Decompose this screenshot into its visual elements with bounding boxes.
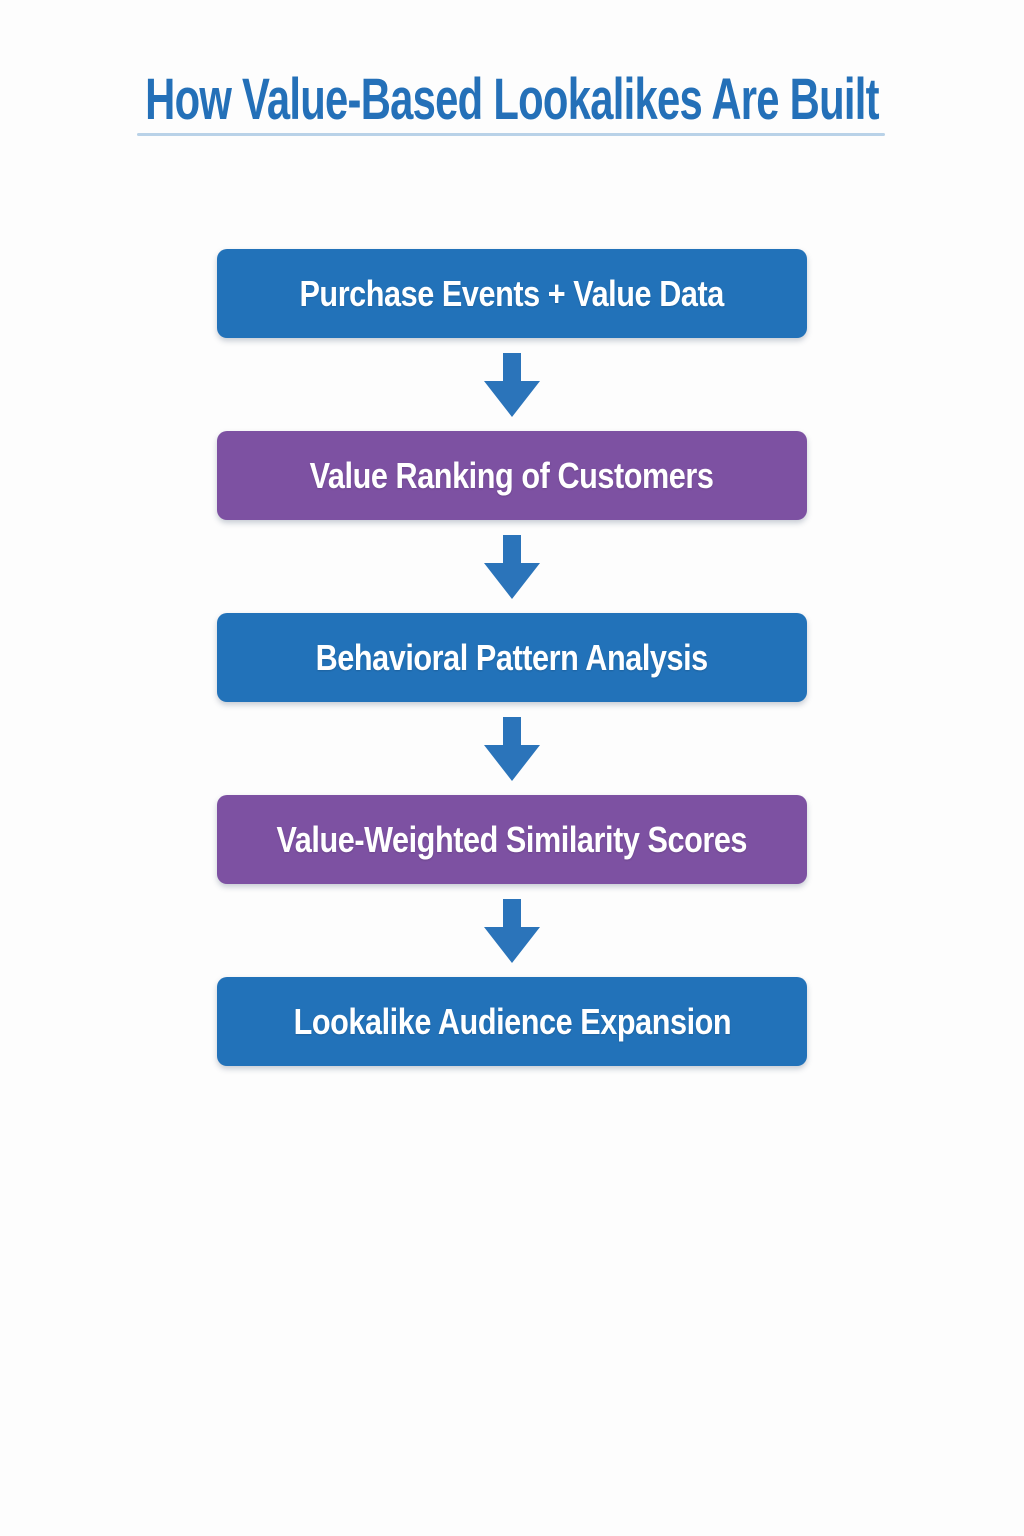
title-underline: [137, 133, 885, 136]
flow-step-behavioral-analysis: Behavioral Pattern Analysis: [217, 613, 807, 702]
flow-step-label: Purchase Events + Value Data: [299, 272, 725, 314]
flow-step-label: Lookalike Audience Expansion: [293, 1000, 731, 1042]
down-arrow-icon: [483, 534, 541, 599]
flow-step-label: Behavioral Pattern Analysis: [315, 636, 709, 678]
down-arrow-icon: [483, 716, 541, 781]
flow-step-similarity-scores: Value-Weighted Similarity Scores: [217, 795, 807, 884]
flowchart: Purchase Events + Value Data Value Ranki…: [0, 249, 1024, 1066]
down-arrow-icon: [483, 352, 541, 417]
down-arrow-icon: [483, 898, 541, 963]
page-title: How Value-Based Lookalikes Are Built: [145, 67, 879, 132]
flow-step-purchase-events: Purchase Events + Value Data: [217, 249, 807, 338]
flow-step-label: Value Ranking of Customers: [310, 454, 714, 496]
flow-step-audience-expansion: Lookalike Audience Expansion: [217, 977, 807, 1066]
flow-step-label: Value-Weighted Similarity Scores: [276, 818, 748, 860]
flow-step-value-ranking: Value Ranking of Customers: [217, 431, 807, 520]
